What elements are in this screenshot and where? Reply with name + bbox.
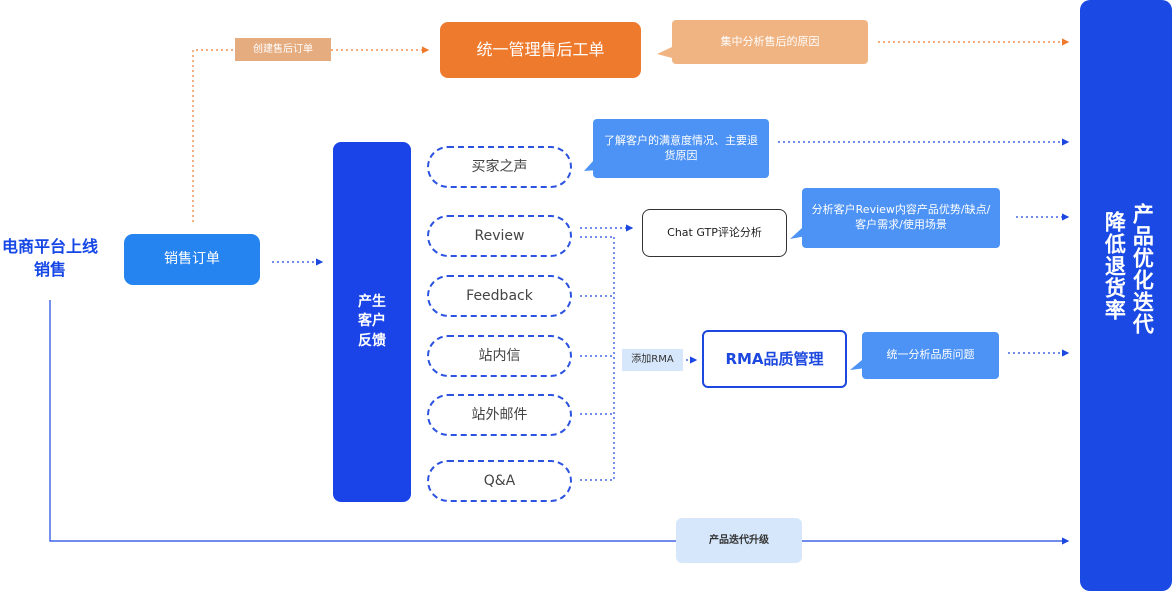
chatgtp-analysis-node: Chat GTP评论分析: [642, 209, 787, 257]
add-rma-tag: 添加RMA: [622, 349, 683, 371]
rma-quality-node: RMA品质管理: [702, 330, 847, 388]
feedback-line3: 反馈: [358, 332, 386, 349]
product-upgrade-label: 产品迭代升级: [676, 518, 802, 563]
channel-external-email: 站外邮件: [427, 394, 572, 436]
review-callout: 分析客户Review内容产品优势/缺点/ 客户需求/使用场景: [802, 188, 1000, 248]
channel-internal-message: 站内信: [427, 335, 572, 377]
channel-buyer-voice: 买家之声: [427, 146, 572, 188]
review-callout-line2: 客户需求/使用场景: [855, 218, 947, 231]
review-callout-line1: 分析客户Review内容产品优势/缺点/: [811, 203, 991, 217]
quality-callout: 统一分析品质问题: [862, 332, 999, 379]
platform-title: 电商平台上线 销售: [0, 235, 100, 281]
voice-callout-line2: 货原因: [664, 148, 698, 162]
voice-callout-line1: 了解客户的满意度情况、主要退: [604, 133, 758, 147]
feedback-line1: 产生: [358, 293, 386, 310]
create-aftersale-tag: 创建售后订单: [235, 38, 331, 61]
voice-callout: 了解客户的满意度情况、主要退 货原因: [593, 119, 769, 178]
sales-order-node: 销售订单: [124, 234, 260, 285]
feedback-line2: 客户: [358, 313, 386, 330]
channel-qa: Q&A: [427, 460, 572, 502]
aftersale-reason-callout: 集中分析售后的原因: [672, 20, 868, 64]
platform-title-line1: 电商平台上线: [1, 237, 98, 256]
customer-feedback-node: 产生 客户 反馈: [333, 142, 411, 502]
goal-panel: 产品优化迭代 降低退货率: [1080, 0, 1172, 591]
channel-review: Review: [427, 215, 572, 257]
goal-reduce-returns: 降低退货率: [1102, 211, 1127, 321]
goal-optimize: 产品优化迭代: [1130, 203, 1155, 335]
aftersale-workorder-node: 统一管理售后工单: [440, 22, 641, 78]
channel-feedback: Feedback: [427, 275, 572, 317]
platform-title-line2: 销售: [33, 260, 66, 280]
